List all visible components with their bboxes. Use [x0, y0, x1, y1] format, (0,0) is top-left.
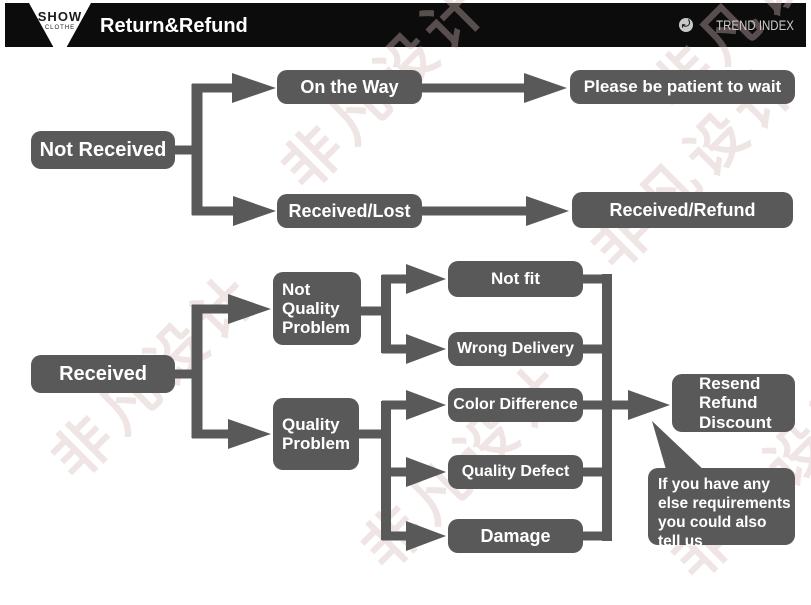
node-not-quality-problem: Not Quality Problem	[273, 272, 361, 345]
node-on-the-way: On the Way	[277, 70, 422, 104]
circle-left-arrow-icon: ⤾	[679, 18, 694, 32]
speech-bubble-tail	[652, 421, 707, 473]
node-not-received: Not Received	[31, 131, 175, 169]
node-quality-problem: Quality Problem	[273, 398, 359, 470]
trend-index-label: TREND INDEX	[716, 17, 794, 33]
logo-text-show: SHOW	[37, 9, 83, 24]
node-received-lost: Received/Lost	[277, 194, 422, 228]
node-please-be-patient: Please be patient to wait	[570, 70, 795, 104]
node-quality-defect: Quality Defect	[448, 455, 583, 489]
logo-text-clothe: CLOTHE	[44, 25, 76, 31]
trend-index-group: ⤾ TREND INDEX	[679, 3, 794, 47]
connector-arrowheads	[228, 73, 707, 551]
speech-bubble-note: If you have any else requirements you co…	[648, 468, 795, 550]
page-title: Return&Refund	[100, 15, 248, 37]
node-resend-refund-discount: Resend Refund Discount	[672, 374, 795, 432]
node-received: Received	[31, 355, 175, 393]
node-wrong-delivery: Wrong Delivery	[448, 332, 583, 366]
node-not-fit: Not fit	[448, 261, 583, 297]
node-damage: Damage	[448, 519, 583, 553]
node-received-refund: Received/Refund	[572, 192, 793, 228]
node-color-difference: Color Difference	[448, 388, 583, 422]
header-bar: Return&Refund ⤾ TREND INDEX	[5, 3, 806, 47]
connector-lines	[173, 83, 630, 541]
